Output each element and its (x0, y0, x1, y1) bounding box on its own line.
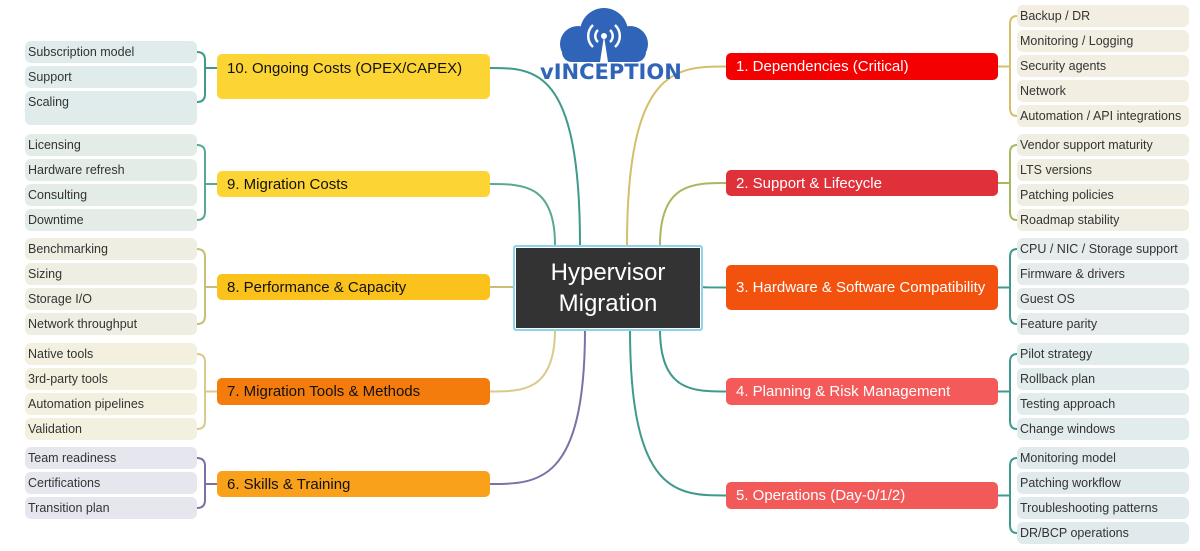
topic-node[interactable]: 6. Skills & Training (217, 471, 490, 497)
central-topic[interactable]: Hypervisor Migration (513, 245, 703, 331)
topic-node[interactable]: 7. Migration Tools & Methods (217, 378, 490, 405)
topic-label: 6. Skills & Training (227, 475, 351, 493)
leaf-bracket (1009, 248, 1018, 325)
leaf-node[interactable]: Benchmarking (25, 238, 197, 260)
leaf-node[interactable]: Scaling (25, 91, 197, 125)
leaf-node[interactable]: Automation / API integrations (1017, 105, 1189, 127)
leaf-bracket (196, 457, 206, 509)
topic-label: 7. Migration Tools & Methods (227, 383, 421, 400)
topic-label: 1. Dependencies (Critical) (736, 58, 909, 75)
leaf-node[interactable]: Feature parity (1017, 313, 1189, 335)
leaf-node[interactable]: Monitoring / Logging (1017, 30, 1189, 52)
leaf-node[interactable]: Change windows (1017, 418, 1189, 440)
leaf-node[interactable]: Testing approach (1017, 393, 1189, 415)
topic-label: 2. Support & Lifecycle (736, 174, 882, 192)
leaf-bracket (196, 51, 206, 103)
topic-label: 5. Operations (Day-0/1/2) (736, 487, 906, 504)
topic-node[interactable]: 1. Dependencies (Critical) (726, 53, 998, 80)
leaf-node[interactable]: Subscription model (25, 41, 197, 63)
branch-connector (629, 328, 727, 497)
leaf-node[interactable]: Automation pipelines (25, 393, 197, 415)
branch-connector (659, 328, 727, 393)
leaf-node[interactable]: LTS versions (1017, 159, 1189, 181)
leaf-node[interactable]: Validation (25, 418, 197, 440)
leaf-node[interactable]: Certifications (25, 472, 197, 494)
leaf-bracket (1009, 457, 1018, 534)
leaf-node[interactable]: Storage I/O (25, 288, 197, 310)
leaf-bracket (1009, 144, 1018, 221)
topic-label: 8. Performance & Capacity (227, 278, 407, 296)
leaf-node[interactable]: Pilot strategy (1017, 343, 1189, 365)
leaf-node[interactable]: Transition plan (25, 497, 197, 519)
leaf-node[interactable]: Sizing (25, 263, 197, 285)
leaf-node[interactable]: Support (25, 66, 197, 88)
leaf-bracket (196, 353, 206, 430)
leaf-node[interactable]: Downtime (25, 209, 197, 231)
branch-connector (489, 328, 586, 485)
leaf-node[interactable]: Consulting (25, 184, 197, 206)
leaf-node[interactable]: Rollback plan (1017, 368, 1189, 390)
leaf-node[interactable]: Backup / DR (1017, 5, 1189, 27)
topic-node[interactable]: 9. Migration Costs (217, 171, 490, 197)
leaf-node[interactable]: Firmware & drivers (1017, 263, 1189, 285)
topic-label: 3. Hardware & Software Compatibility (736, 279, 986, 296)
leaf-node[interactable]: Guest OS (1017, 288, 1189, 310)
leaf-bracket (1009, 15, 1018, 117)
topic-node[interactable]: 10. Ongoing Costs (OPEX/CAPEX) (217, 54, 490, 99)
cloud-antenna-icon (560, 8, 648, 62)
topic-label: 10. Ongoing Costs (OPEX/CAPEX) (227, 60, 463, 77)
logo-text: vINCEPTION (540, 60, 682, 84)
branch-connector (626, 65, 727, 246)
leaf-node[interactable]: Licensing (25, 134, 197, 156)
leaf-node[interactable]: 3rd-party tools (25, 368, 197, 390)
leaf-node[interactable]: Team readiness (25, 447, 197, 469)
leaf-node[interactable]: CPU / NIC / Storage support (1017, 238, 1189, 260)
branch-connector (701, 286, 727, 289)
topic-label: 9. Migration Costs (227, 175, 348, 193)
leaf-node[interactable]: Patching policies (1017, 184, 1189, 206)
topic-node[interactable]: 4. Planning & Risk Management (726, 378, 998, 405)
leaf-node[interactable]: Vendor support maturity (1017, 134, 1189, 156)
leaf-bracket (196, 248, 206, 325)
topic-node[interactable]: 3. Hardware & Software Compatibility (726, 265, 998, 310)
leaf-node[interactable]: Troubleshooting patterns (1017, 497, 1189, 519)
leaf-node[interactable]: Security agents (1017, 55, 1189, 77)
leaf-node[interactable]: Hardware refresh (25, 159, 197, 181)
leaf-bracket (196, 144, 206, 221)
topic-node[interactable]: 2. Support & Lifecycle (726, 170, 998, 196)
central-topic-line2: Migration (558, 290, 658, 317)
leaf-bracket (1009, 353, 1018, 430)
leaf-node[interactable]: Roadmap stability (1017, 209, 1189, 231)
topic-node[interactable]: 5. Operations (Day-0/1/2) (726, 482, 998, 509)
leaf-node[interactable]: Monitoring model (1017, 447, 1189, 469)
topic-label: 4. Planning & Risk Management (736, 383, 951, 400)
leaf-node[interactable]: Network throughput (25, 313, 197, 335)
branch-connector (489, 183, 556, 246)
branch-connector (659, 182, 727, 246)
vinception-logo: vINCEPTION (540, 6, 682, 88)
branch-connector (489, 67, 581, 246)
central-topic-line1: Hypervisor (550, 259, 666, 286)
leaf-node[interactable]: Patching workflow (1017, 472, 1189, 494)
leaf-node[interactable]: Native tools (25, 343, 197, 365)
leaf-node[interactable]: DR/BCP operations (1017, 522, 1189, 544)
branch-connector (489, 328, 556, 393)
leaf-node[interactable]: Network (1017, 80, 1189, 102)
topic-node[interactable]: 8. Performance & Capacity (217, 274, 490, 300)
